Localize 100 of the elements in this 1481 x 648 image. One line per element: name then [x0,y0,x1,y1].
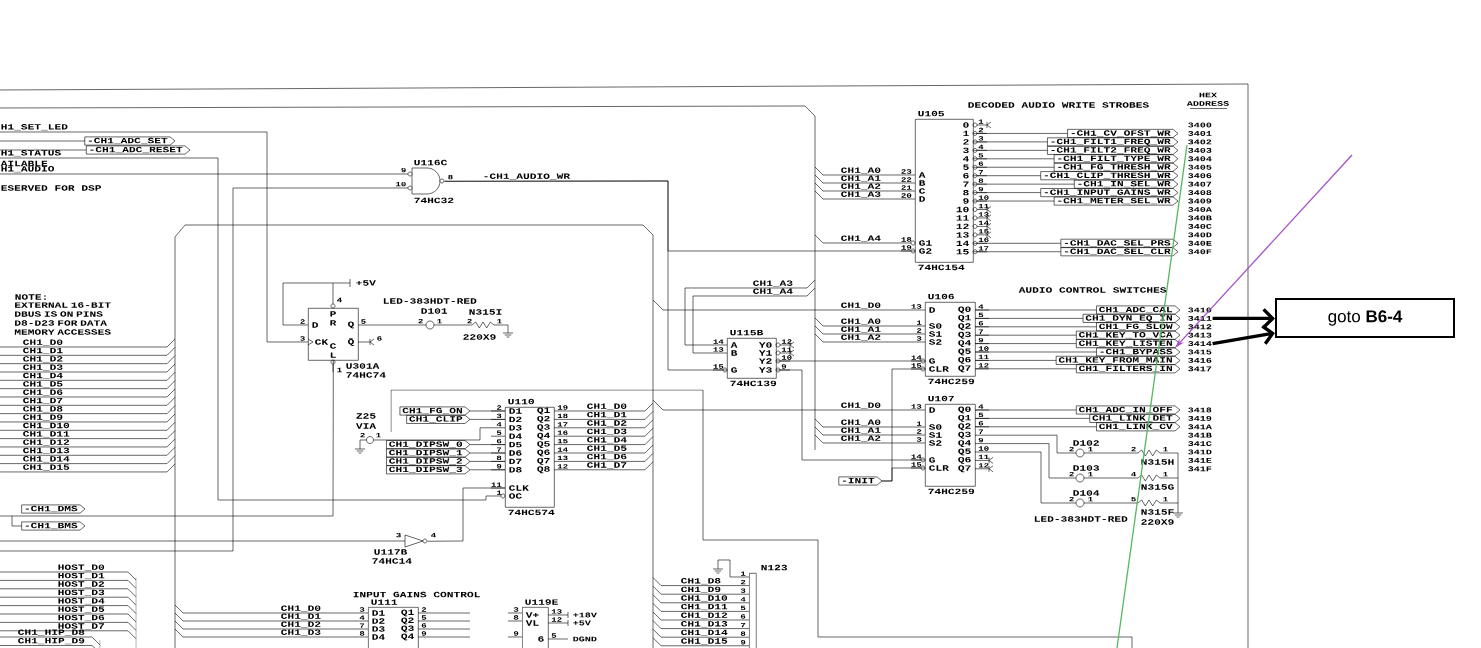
net-label: HOST_D7 [58,623,104,630]
wire [973,200,1055,202]
net-label: CH1_D1 [587,411,627,419]
wire [973,133,1068,134]
wire [973,243,1062,244]
net-label: CH1_D12 [23,439,70,446]
wire [11,360,334,527]
net-label: CH1_A2 [841,183,881,190]
section-title: DECODED AUDIO WRITE STROBES [968,102,1149,108]
net-label: HOST_D2 [58,581,105,588]
net-label: CH1_A1 [841,175,881,182]
net-label: HOST_D6 [58,614,105,622]
node-label: U119E [525,599,558,605]
reference-label: N315H [1141,459,1174,465]
note-text: EXTERNAL 16-BIT DBUS IS ON PINS D8-D23 FOR DATA MEMORY ACCESSES [14,302,111,335]
net-flag: CH1_LINK_CV [1096,422,1181,432]
net-flag: -CH1_FILT2_FREQ_WR [1047,145,1179,155]
reference-label: N315F [1141,509,1174,515]
wire [975,309,1097,311]
node-label: U110 [508,398,534,405]
net-label: HOST_D3 [58,589,105,596]
node-label: 74HC14 [372,558,412,564]
part-label: VIA [355,423,377,429]
node-label: U107 [928,395,954,402]
net-label: CH1_D14 [23,456,70,463]
net-flag: CH1_LINK_DET [1089,414,1181,423]
net-label: CH1_A0 [841,167,881,174]
net-flag: -CH1_DMS [21,504,86,514]
net-label: CH1_A2 [841,334,881,341]
wire [469,452,506,454]
note-text: ESERVED FOR DSP [1,185,102,191]
net-label: CH1_D3 [23,364,63,371]
wire [975,409,1077,411]
net-label: CH1_D0 [281,605,321,612]
net-label: CH1_D8 [681,578,721,585]
net-flag: CH1_DIPSW_2 [386,457,471,466]
node-label: 74HC259 [928,488,975,495]
node-label: U115B [730,329,764,336]
wire [975,351,1097,353]
wire [975,418,1091,419]
net-flag: -CH1_FILT1_FREQ_WR [1047,137,1179,147]
net-flag: -CH1_DAC_SEL_PRS [1060,238,1179,248]
reference-label: Z25 [356,413,376,419]
net-flag: CH1_CLIP [406,415,471,424]
reference-label: D104 [1073,490,1100,496]
net-label: CH1_HIP_D8 [18,629,85,636]
wire [776,360,926,362]
wire [469,444,506,445]
net-label: CH1_A1 [841,427,881,434]
net-flag: -CH1_ADC_RESET [86,145,191,155]
net-label: CH1_D11 [681,603,728,611]
net-label: CH1_D7 [587,462,627,469]
edge-label: -CH1_AUDIO_WR [482,173,571,181]
wire [469,469,506,471]
part-label: LED-383HDT-RED [383,298,477,304]
net-flag: CH1_FG_ON [399,406,471,416]
wire [973,150,1048,151]
node-label: 74HC32 [414,197,454,204]
node-label: U106 [928,293,954,300]
arrow [1212,324,1275,346]
part-label: 220X9 [1141,519,1174,525]
net-label: CH1_D10 [681,595,728,602]
net-label: CH1_A1 [841,326,881,333]
net-label: CH1_D0 [587,403,627,410]
net-label: AILABLE [0,160,48,167]
wire [973,175,1041,176]
net-flag: CH1_DIPSW_0 [386,440,471,449]
net-label: CH1_D10 [23,422,70,429]
node-label: U117B [374,549,408,555]
net-label: CH1_D3 [587,428,627,435]
net-flag: CH1_DYN_EQ_IN [1082,314,1181,323]
part-label: LED-383HDT-RED [1034,516,1128,522]
net-label: CH1_D2 [23,356,63,363]
net-flag: -CH1_INPUT_GAINS_WR [1040,188,1179,197]
net-label: CH1_D5 [23,381,63,388]
net-flag: -CH1_METER_SEL_WR [1053,196,1179,206]
net-label: CH1_A0 [841,318,881,325]
net-label: CH1_HIP_D9 [18,638,85,645]
net-label: CH1_D11 [23,431,70,438]
net-label: CH1_D8 [23,406,63,413]
net-label: CH1_D6 [587,453,627,461]
net-label: CH1_D15 [23,464,70,471]
node-label: U301A [346,363,380,369]
net-label: CH1_D13 [23,447,70,454]
net-label: CH1_D3 [281,629,321,636]
reference-label: D101 [421,308,448,314]
net-flag: CH1_ADC_IN_OFF [1076,405,1181,415]
wire [975,360,1057,361]
net-label: CH1_D1 [281,613,321,620]
wire [776,369,926,461]
wire [975,343,1077,344]
net-label: HOST_D5 [58,606,105,613]
net-label: CH1_D2 [587,420,627,427]
net-label: HOST_D0 [58,564,105,571]
wire [881,467,926,482]
net-label: CH1_D9 [681,586,721,593]
net-flag: CH1_DIPSW_3 [386,465,471,475]
net-label: H1_AUDIO [1,166,55,173]
net-flag: -INIT [838,476,883,486]
net-flag: -CH1_BMS [21,521,86,531]
